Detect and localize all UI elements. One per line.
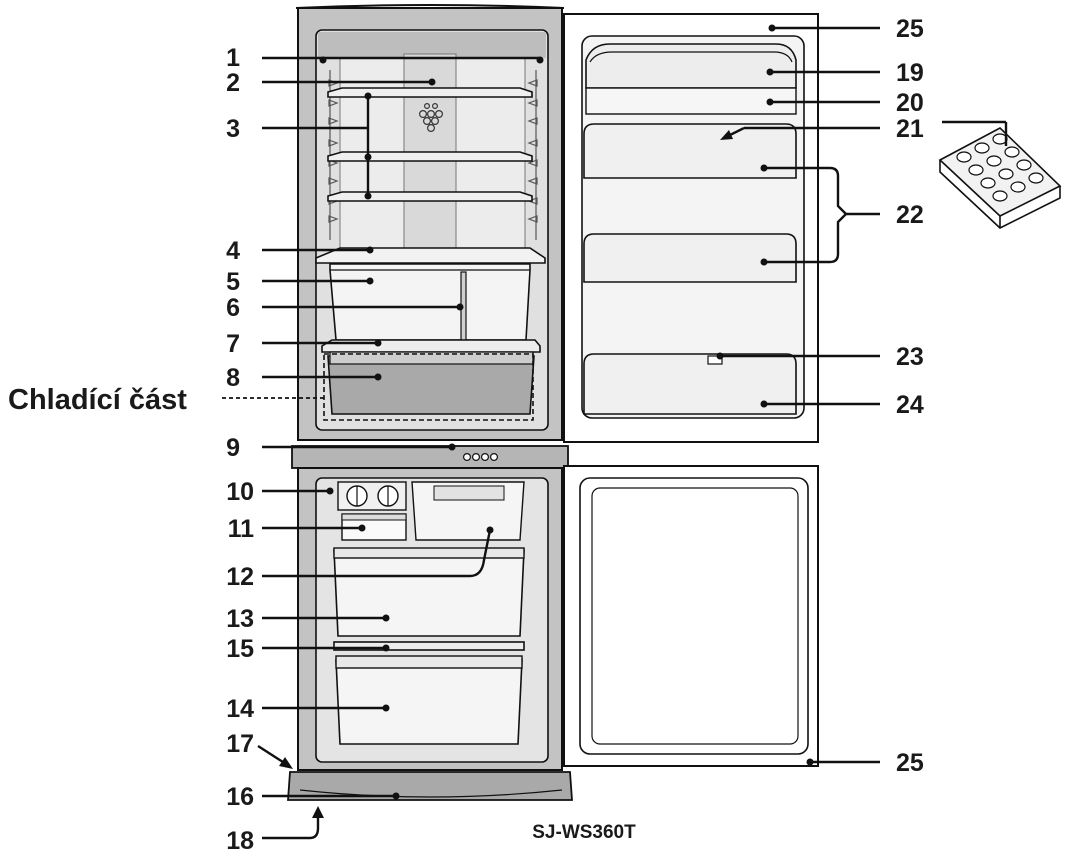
callout-18: 18 — [226, 827, 254, 855]
callout-14: 14 — [226, 695, 254, 723]
callout-9: 9 — [226, 434, 240, 462]
callout-8: 8 — [226, 364, 240, 392]
freezer-door — [563, 465, 819, 767]
leader-lines — [222, 24, 1008, 840]
callout-10: 10 — [226, 478, 254, 506]
lower-freezer-drawer — [335, 659, 523, 745]
callout-13: 13 — [226, 605, 254, 633]
chill-section-outline — [323, 353, 534, 421]
callout-25-top: 25 — [896, 15, 924, 43]
callout-labels: 1 2 3 4 5 6 7 8 Chladící část 9 10 11 12… — [8, 15, 924, 855]
upper-freezer-drawer — [333, 549, 525, 637]
callout-4: 4 — [226, 237, 240, 265]
egg-tray — [938, 127, 1062, 229]
door-pocket-top — [585, 43, 797, 89]
callout-21: 21 — [896, 115, 924, 143]
callout-3: 3 — [226, 115, 240, 143]
callout-1: 1 — [226, 44, 240, 72]
air-duct — [403, 53, 457, 249]
glass-shelves — [327, 87, 533, 202]
door-pocket-upper — [583, 123, 797, 179]
fridge-cabinet — [295, 4, 565, 441]
shelf-lower — [327, 191, 533, 202]
callout-16: 16 — [226, 783, 254, 811]
callout-12: 12 — [226, 563, 254, 591]
grapes-icon — [419, 102, 444, 132]
crisper-cover — [315, 247, 546, 264]
shelf-supports — [328, 70, 538, 240]
shelf-top — [327, 87, 533, 98]
callout-15: 15 — [226, 635, 254, 663]
freezer-cabinet — [287, 467, 573, 801]
callout-6: 6 — [226, 294, 240, 322]
fridge-door — [563, 13, 819, 443]
callout-17: 17 — [226, 730, 254, 758]
shelf-middle — [327, 151, 533, 162]
control-panel — [291, 445, 569, 469]
callout-20: 20 — [896, 89, 924, 117]
callout-11: 11 — [228, 515, 255, 543]
callout-19: 19 — [896, 59, 924, 87]
callout-7: 7 — [226, 330, 240, 358]
chill-section-label: Chladící část — [8, 384, 187, 416]
freezer-shelf — [333, 641, 525, 651]
base-cover — [287, 771, 573, 801]
callout-22: 22 — [896, 201, 924, 229]
callout-24: 24 — [896, 391, 924, 419]
callout-23: 23 — [896, 343, 924, 371]
callout-2: 2 — [226, 69, 240, 97]
callout-5: 5 — [226, 268, 240, 296]
bottle-stopper — [707, 355, 723, 365]
egg-tray-pocket — [585, 87, 797, 115]
door-pocket-bottle — [583, 353, 797, 415]
model-name: SJ-WS360T — [532, 822, 636, 843]
callout-25-bottom: 25 — [896, 749, 924, 777]
door-pocket-middle — [583, 233, 797, 283]
vegetable-crisper — [329, 263, 531, 341]
chill-drawer — [327, 355, 535, 415]
